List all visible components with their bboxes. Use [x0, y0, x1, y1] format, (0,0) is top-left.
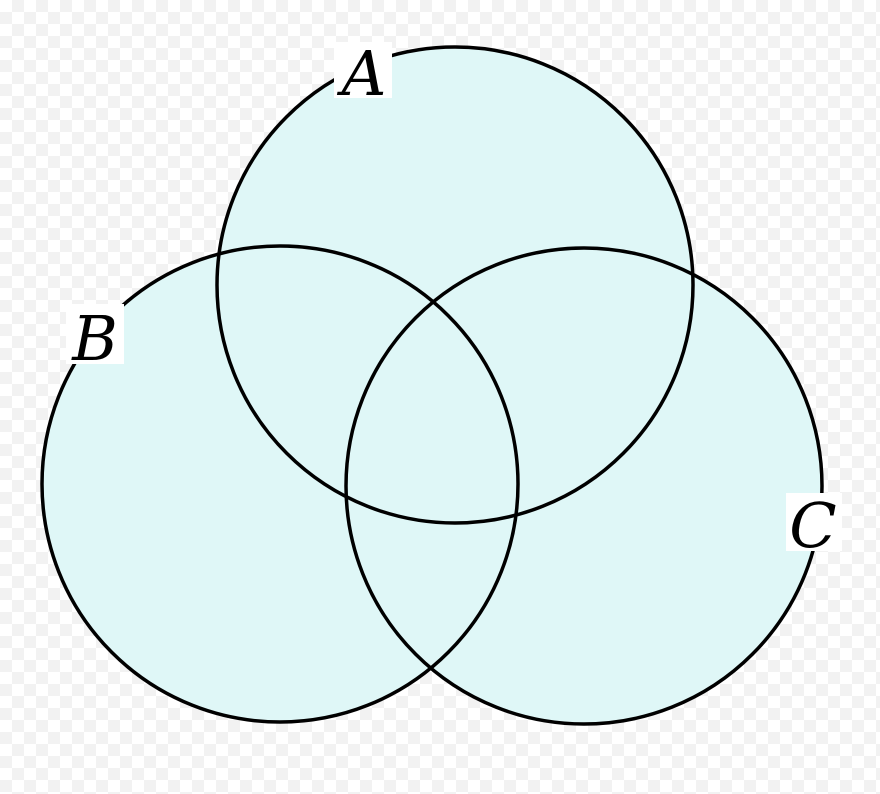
set-a-label: A [337, 37, 387, 110]
set-c-circle [344, 246, 824, 726]
set-b-label: B [71, 302, 118, 375]
set-c-label-bg [786, 493, 842, 551]
set-fills [42, 47, 822, 724]
set-labels: A B C [66, 37, 842, 562]
set-outlines [40, 45, 824, 726]
set-b-label-bg [66, 304, 124, 364]
set-b-circle [40, 244, 520, 724]
set-c-label: C [789, 489, 836, 562]
set-a-label-bg [334, 42, 392, 98]
set-a-circle [215, 45, 695, 525]
